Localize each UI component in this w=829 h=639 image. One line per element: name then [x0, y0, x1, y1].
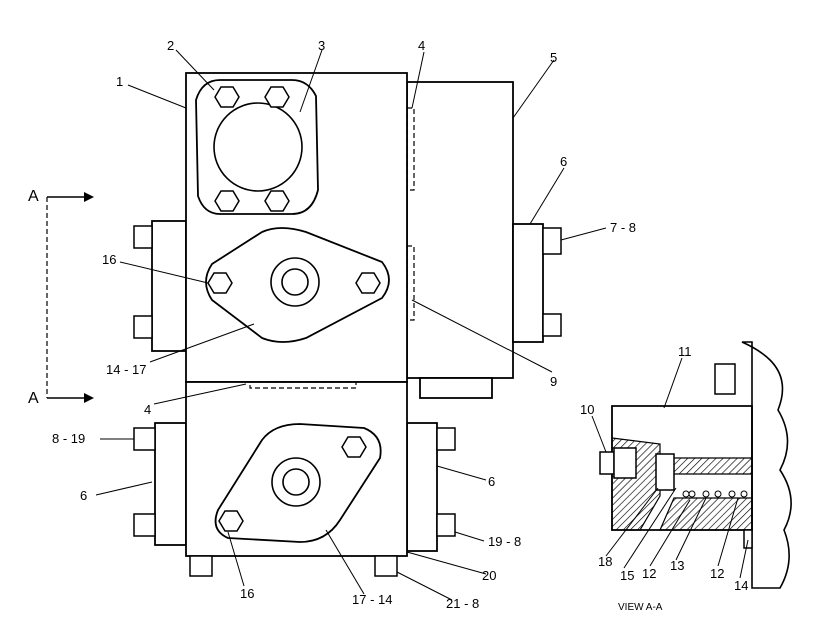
callout-15: 15: [620, 568, 634, 583]
callout-5: 5: [550, 50, 557, 65]
callout-1: 1: [116, 74, 123, 89]
callout-6-lower-left: 6: [80, 488, 87, 503]
view-a-a-inset: [599, 341, 792, 589]
callout-6-lower-right: 6: [488, 474, 495, 489]
section-marker: [46, 192, 94, 403]
flange-lower: [214, 423, 382, 543]
callout-21-8: 21 - 8: [446, 596, 479, 611]
callout-11: 11: [678, 344, 692, 359]
flange-middle: [205, 227, 390, 343]
view-caption: VIEW A-A: [618, 602, 663, 613]
callout-19-8: 19 - 8: [488, 534, 521, 549]
callout-3: 3: [318, 38, 325, 53]
leader-lines: [95, 49, 749, 601]
section-marker-top-label: A: [28, 188, 39, 205]
callout-12-left: 12: [642, 566, 656, 581]
callout-16-upper: 16: [102, 252, 116, 267]
callout-10: 10: [580, 402, 594, 417]
callout-18: 18: [598, 554, 612, 569]
callout-13: 13: [670, 558, 684, 573]
callout-2: 2: [167, 38, 174, 53]
gasket-lines: [249, 107, 415, 389]
callout-16-lower: 16: [240, 586, 254, 601]
valve-body-upper-right: [406, 81, 544, 399]
callout-14-inset: 14: [734, 578, 748, 593]
callout-7-8: 7 - 8: [610, 220, 636, 235]
callout-9: 9: [550, 374, 557, 389]
section-marker-bottom-label: A: [28, 390, 39, 407]
flange-top-bolts: [214, 86, 290, 212]
callout-labels: 1 2 3 4 5 6 7 - 8 16 14 - 17 9 4 8 - 19 …: [52, 38, 748, 611]
callout-8-19: 8 - 19: [52, 431, 85, 446]
callout-4-top: 4: [418, 38, 425, 53]
callout-6-upper: 6: [560, 154, 567, 169]
valve-body-left-flanges: [151, 220, 187, 546]
callout-14-17: 14 - 17: [106, 362, 146, 377]
valve-body-lower-right: [406, 422, 438, 552]
callout-4-middle: 4: [144, 402, 151, 417]
callout-20: 20: [482, 568, 496, 583]
side-bolts: [133, 225, 562, 577]
callout-17-14: 17 - 14: [352, 592, 392, 607]
callout-12-right: 12: [710, 566, 724, 581]
flange-top: [195, 79, 319, 215]
